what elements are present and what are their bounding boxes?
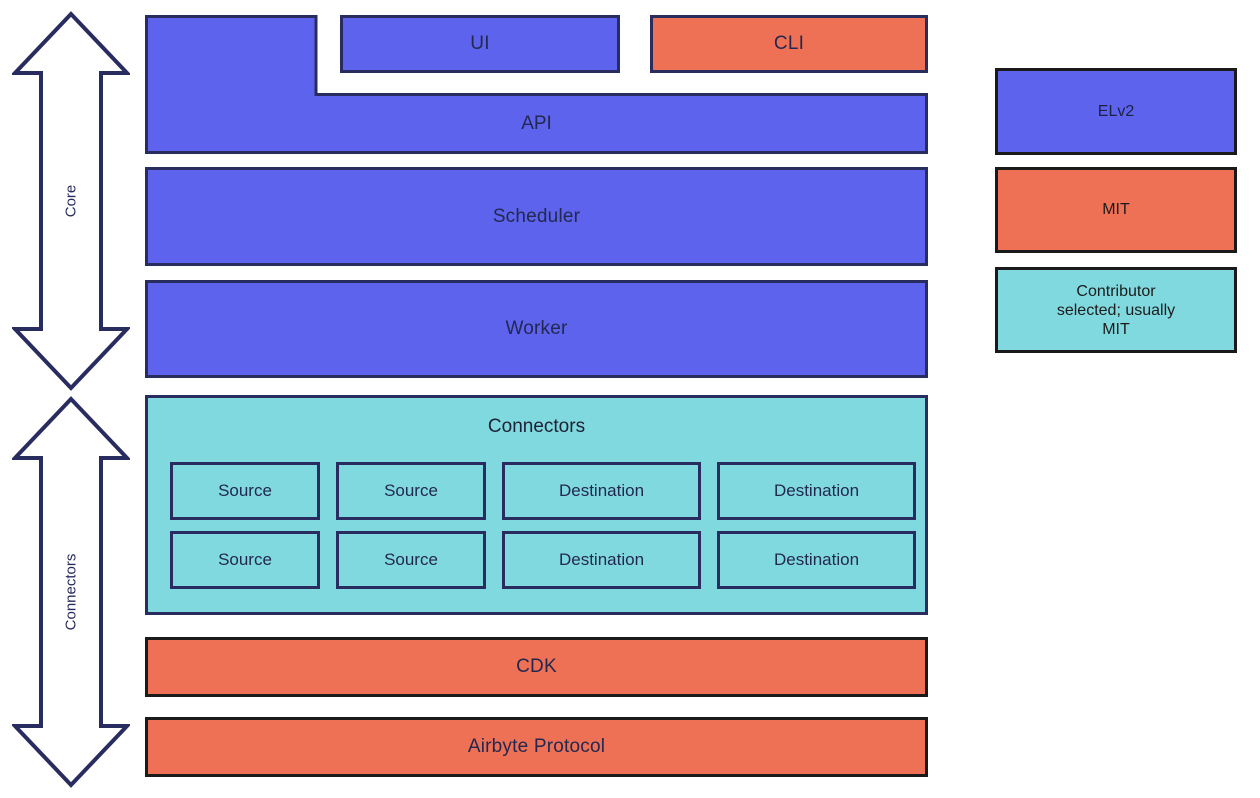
core-arrow: Core <box>10 11 132 391</box>
connectors-block-title: Connectors <box>487 416 586 437</box>
cdk-block: CDK <box>145 637 928 697</box>
double-arrow-icon <box>10 11 132 391</box>
cdk-block-label: CDK <box>516 656 557 677</box>
connector-box-source: Source <box>170 462 320 520</box>
legend-item-contributor-label: Contributor selected; usually MIT <box>1056 282 1176 338</box>
connector-box-label: Source <box>384 481 438 500</box>
legend-item-mit: MIT <box>995 167 1237 253</box>
airbyte-protocol-block: Airbyte Protocol <box>145 717 928 777</box>
connector-box-label: Destination <box>773 481 860 500</box>
worker-block: Worker <box>145 280 928 378</box>
double-arrow-icon <box>10 396 132 788</box>
api-block-label: API <box>521 113 552 134</box>
connector-box-source: Source <box>336 462 486 520</box>
cli-block-label: CLI <box>773 33 805 54</box>
ui-block: UI <box>340 15 620 73</box>
connector-box-source: Source <box>170 531 320 589</box>
connectors-block: Connectors Source Source Destination Des… <box>145 395 928 615</box>
core-arrow-label: Core <box>62 184 80 218</box>
connector-box-label: Destination <box>773 550 860 569</box>
legend-item-mit-label: MIT <box>1102 201 1130 218</box>
connector-box-label: Source <box>218 550 272 569</box>
connector-box-label: Source <box>384 550 438 569</box>
connector-box-destination: Destination <box>502 531 701 589</box>
cli-block: CLI <box>650 15 928 73</box>
connector-box-label: Destination <box>558 550 645 569</box>
api-lshape <box>145 15 928 154</box>
airbyte-protocol-block-label: Airbyte Protocol <box>467 736 606 757</box>
legend-item-elv2-label: ELv2 <box>1097 102 1135 120</box>
connectors-arrow: Connectors <box>10 396 132 788</box>
connector-box-label: Destination <box>558 481 645 500</box>
worker-block-label: Worker <box>505 318 568 339</box>
legend-item-contributor: Contributor selected; usually MIT <box>995 267 1237 353</box>
connector-box-destination: Destination <box>717 531 916 589</box>
connector-box-source: Source <box>336 531 486 589</box>
ui-block-label: UI <box>470 33 490 54</box>
scheduler-block: Scheduler <box>145 167 928 266</box>
legend-item-elv2: ELv2 <box>995 68 1237 155</box>
connector-box-destination: Destination <box>717 462 916 520</box>
connector-box-label: Source <box>218 481 272 500</box>
api-block: API <box>145 15 928 154</box>
connector-box-destination: Destination <box>502 462 701 520</box>
connectors-arrow-label: Connectors <box>62 553 80 631</box>
scheduler-block-label: Scheduler <box>492 205 581 227</box>
